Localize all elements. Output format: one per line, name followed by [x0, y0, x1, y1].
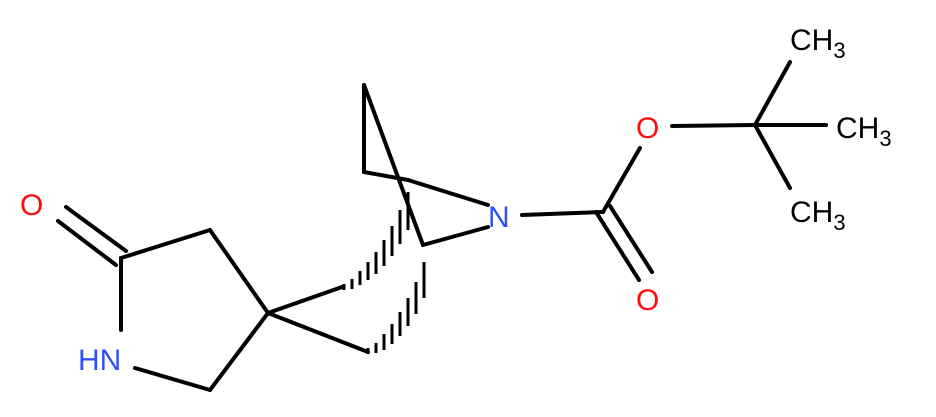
bond-layer	[56, 60, 828, 392]
atom-n-bridge: N	[488, 201, 510, 234]
bond-cc-o	[601, 146, 642, 214]
bond-lactam-co-1	[56, 219, 118, 267]
bond-lactam-co-2	[64, 205, 128, 253]
bond-c2-c3	[119, 228, 212, 260]
hashed-wedge-lower	[366, 262, 426, 354]
bond-ester-co-2	[608, 204, 654, 274]
bond-o-ct	[670, 123, 757, 128]
atom-ch3-middle: CH3	[836, 112, 892, 151]
bond-bridge-c	[362, 83, 425, 247]
bond-spiro-ch2-upper	[266, 285, 344, 315]
atom-o-carbonyl-ester: O	[636, 284, 659, 317]
atom-ch3-top: CH3	[790, 24, 846, 63]
atom-labels: O HN N O O CH3 CH3 CH3	[20, 24, 892, 377]
atom-ch3-bottom: CH3	[790, 196, 846, 235]
atom-o-lactam: O	[20, 189, 43, 222]
bond-bh1-n	[406, 178, 490, 207]
bond-ester-co-1	[594, 210, 641, 282]
bond-spiro-c5	[208, 311, 270, 392]
hashed-wedge-upper	[342, 192, 410, 290]
bond-c3-spiro	[208, 228, 270, 315]
bond-c5-nh	[133, 366, 212, 392]
atom-o-ester: O	[636, 112, 659, 145]
bond-bridge-a	[362, 170, 410, 182]
bond-spiro-ch2-lower	[266, 311, 370, 354]
bond-ct-me-top	[753, 60, 792, 127]
bond-bh2-n	[421, 225, 490, 247]
atom-nh-lactam: HN	[78, 344, 121, 377]
bond-ct-me-bot	[753, 123, 792, 190]
bond-n-cc	[520, 210, 605, 217]
